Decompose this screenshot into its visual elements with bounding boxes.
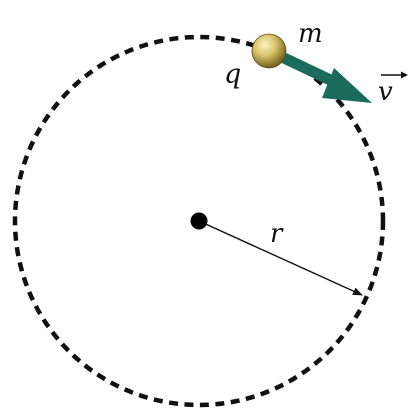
orbit-circle [12,34,386,408]
radius-arrow [198,220,363,296]
radius-label: r [270,219,284,249]
vector-arrow-icon [381,71,408,79]
velocity-label: v [378,77,393,107]
velocity-arrow [281,53,372,103]
charge-label: q [224,59,241,90]
mass-label: m [298,19,323,49]
center-point [190,212,208,230]
charged-particle [251,33,287,69]
